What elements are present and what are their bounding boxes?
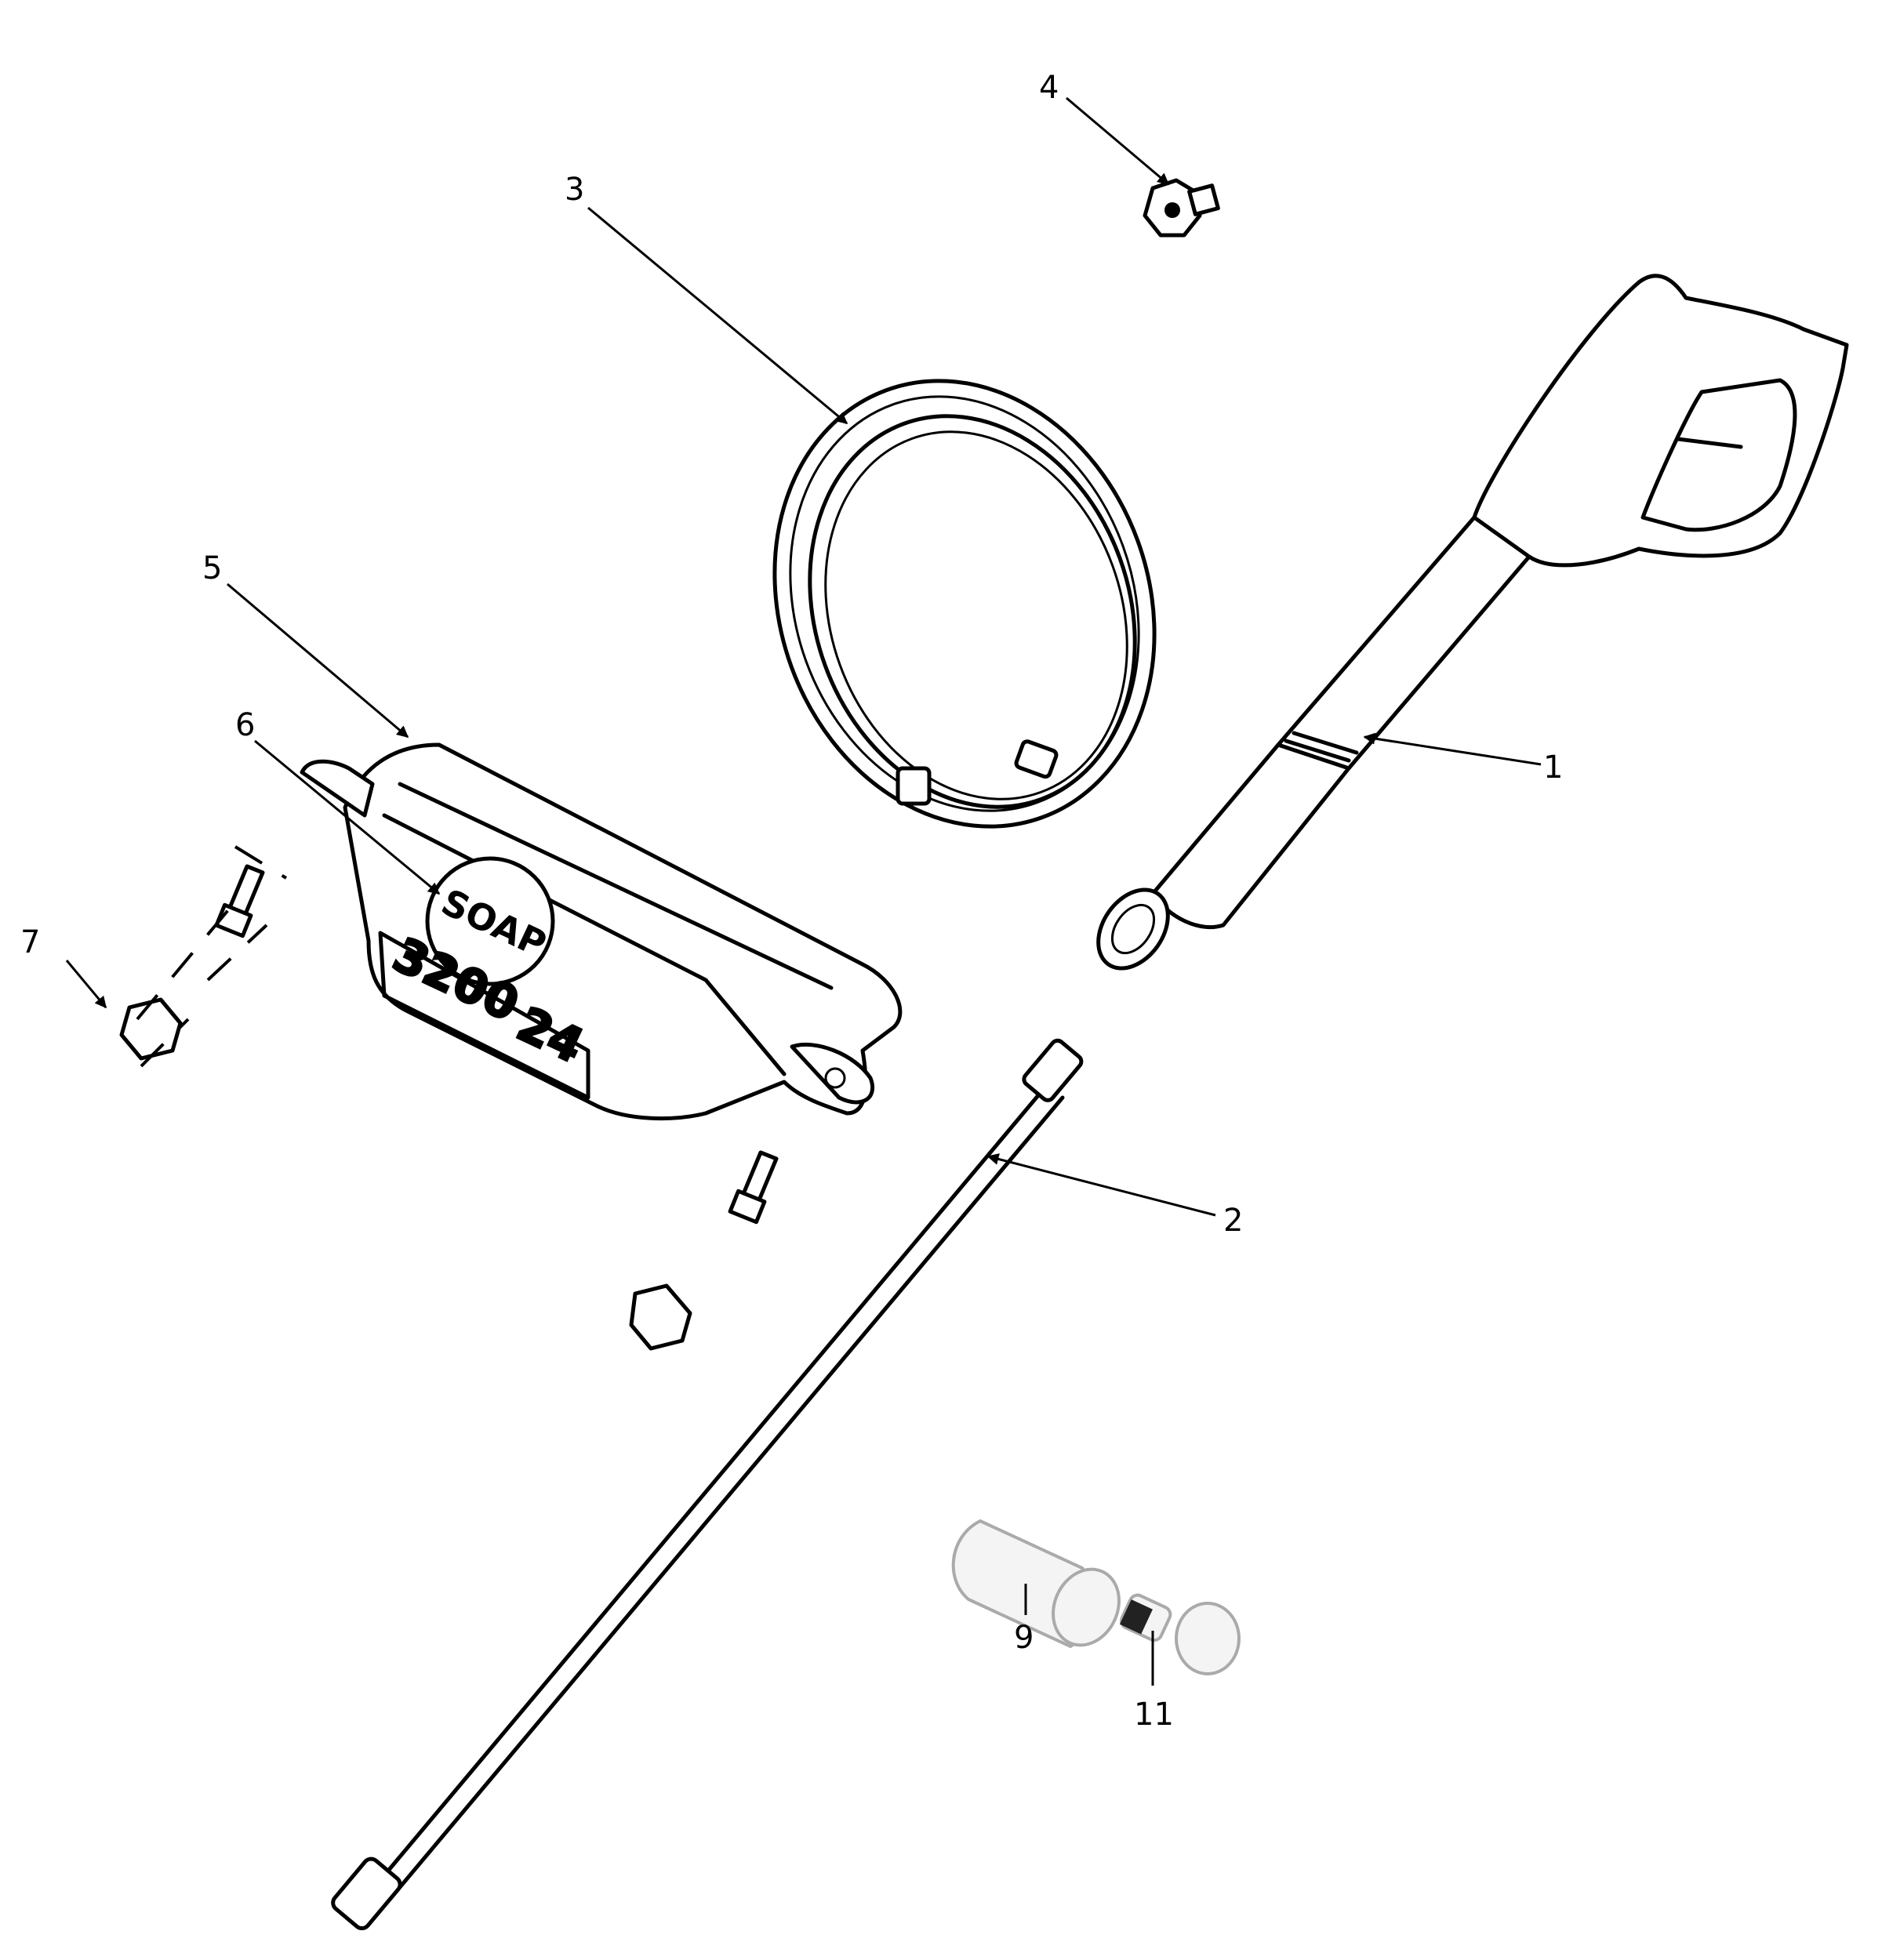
part-5-soap-tank: SOAP 3200 24 — [300, 742, 903, 1121]
callout-6: 6 — [235, 707, 255, 743]
callout-11: 11 — [1134, 1697, 1174, 1733]
callout-4: 4 — [1039, 70, 1059, 106]
part-1-spray-gun — [1096, 274, 1849, 971]
part-11-quick-connect-plug — [1119, 1593, 1241, 1675]
callout-5: 5 — [202, 550, 222, 586]
part-4-nozzle-tip — [1143, 178, 1220, 238]
part-9-quick-coupler — [951, 1519, 1121, 1649]
part-7-screws-nuts — [119, 845, 779, 1351]
part-3-hose — [772, 379, 1157, 829]
callout-9: 9 — [1014, 1620, 1034, 1656]
callout-1: 1 — [1543, 750, 1563, 786]
callout-3: 3 — [565, 172, 584, 208]
callout-2: 2 — [1223, 1203, 1243, 1239]
leader-lines — [65, 96, 1542, 1686]
part-2-wand — [331, 1038, 1084, 1931]
callout-7: 7 — [20, 924, 40, 960]
